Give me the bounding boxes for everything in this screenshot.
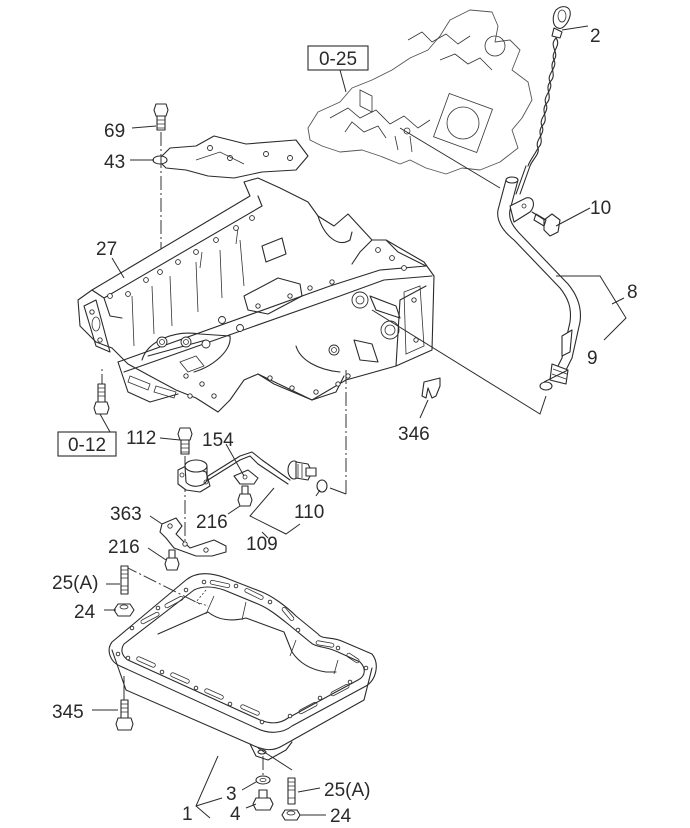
callout-2[interactable]: 2 bbox=[590, 26, 601, 47]
bracket-43-shape bbox=[152, 135, 309, 179]
stud-25a-top-line bbox=[123, 565, 201, 605]
ref-box-0-12-label: 0-12 bbox=[68, 435, 106, 456]
engine-block-ghost bbox=[307, 9, 533, 175]
ref-box-0-25[interactable]: 0-25 bbox=[307, 45, 369, 71]
o-ring-9-shape bbox=[539, 381, 553, 391]
bolt-216-lower-shape bbox=[164, 549, 180, 571]
ref-box-0-12[interactable]: 0-12 bbox=[57, 431, 117, 457]
crankcase-27-shape bbox=[77, 177, 435, 413]
callout-24-bottom[interactable]: 24 bbox=[330, 806, 352, 827]
drain-plug-4-shape bbox=[252, 789, 274, 811]
stud-25a-bottom-shape bbox=[287, 777, 296, 805]
switch-connector-shape bbox=[287, 460, 317, 481]
bracket-363-shape bbox=[159, 517, 227, 557]
callout-25a-bottom[interactable]: 25(A) bbox=[324, 780, 370, 801]
clip-346-shape bbox=[421, 377, 441, 399]
callout-27[interactable]: 27 bbox=[96, 239, 117, 260]
callout-216-lower[interactable]: 216 bbox=[108, 537, 140, 558]
nut-24-top-shape bbox=[113, 603, 135, 617]
oring-9-path-line bbox=[371, 309, 547, 415]
o-ring-110-shape bbox=[316, 479, 328, 493]
callout-216-upper[interactable]: 216 bbox=[196, 512, 228, 533]
bolt-10-shape bbox=[531, 211, 561, 237]
gasket-3-shape bbox=[255, 775, 271, 785]
oil-level-gauge bbox=[515, 6, 571, 195]
callout-4[interactable]: 4 bbox=[230, 804, 241, 825]
callout-345[interactable]: 345 bbox=[52, 702, 84, 723]
callout-346[interactable]: 346 bbox=[398, 424, 430, 445]
ref-box-0-25-label: 0-25 bbox=[319, 49, 357, 70]
callout-24-top[interactable]: 24 bbox=[74, 602, 96, 623]
callout-1[interactable]: 1 bbox=[182, 804, 193, 825]
switch-oring-link bbox=[329, 487, 347, 495]
callout-8[interactable]: 8 bbox=[627, 282, 638, 303]
callout-3[interactable]: 3 bbox=[226, 784, 237, 805]
callout-110[interactable]: 110 bbox=[294, 502, 324, 523]
callout-154[interactable]: 154 bbox=[202, 430, 234, 451]
callout-43[interactable]: 43 bbox=[104, 152, 125, 173]
callout-9[interactable]: 9 bbox=[587, 348, 598, 369]
callout-363[interactable]: 363 bbox=[110, 504, 142, 525]
gauge-tube-assembly-line bbox=[399, 127, 501, 189]
callout-25a-top[interactable]: 25(A) bbox=[52, 573, 98, 594]
callout-109[interactable]: 109 bbox=[246, 534, 278, 555]
leader-lines bbox=[92, 25, 627, 819]
stud-25a-top-shape bbox=[120, 565, 129, 595]
bolt-0-12-shape bbox=[93, 383, 110, 415]
bolt-69-shape bbox=[153, 103, 169, 131]
callout-10[interactable]: 10 bbox=[590, 198, 611, 219]
stud-25a-bottom-line bbox=[257, 747, 293, 771]
callout-69[interactable]: 69 bbox=[104, 121, 125, 142]
clip-154-shape bbox=[233, 469, 259, 485]
bolt-345-shape bbox=[115, 699, 134, 731]
bolt-112-shape bbox=[177, 427, 193, 455]
gauge-guide-tube bbox=[497, 176, 582, 385]
callout-112[interactable]: 112 bbox=[126, 428, 156, 449]
sensor-body-shape bbox=[177, 451, 291, 493]
oil-pan-1-shape bbox=[108, 573, 377, 761]
nut-24-bottom-shape bbox=[281, 809, 301, 821]
bolt-216-upper-shape bbox=[237, 485, 253, 507]
